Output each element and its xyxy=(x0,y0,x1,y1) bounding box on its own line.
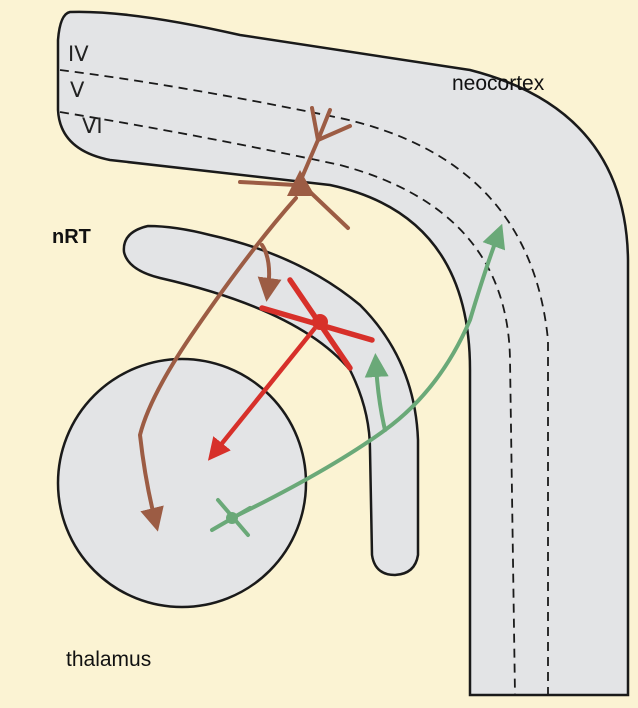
layer-vi-label: VI xyxy=(82,114,103,138)
cortical-basal-dendrite-left xyxy=(240,182,296,185)
neocortex-label: neocortex xyxy=(452,72,544,96)
layer-v-label: V xyxy=(70,78,84,102)
thalamic-soma xyxy=(226,512,238,524)
layer-iv-label: IV xyxy=(68,42,89,66)
thalamus-region xyxy=(58,359,306,607)
thalamus-label: thalamus xyxy=(66,648,151,672)
nrt-label: nRT xyxy=(52,226,91,249)
